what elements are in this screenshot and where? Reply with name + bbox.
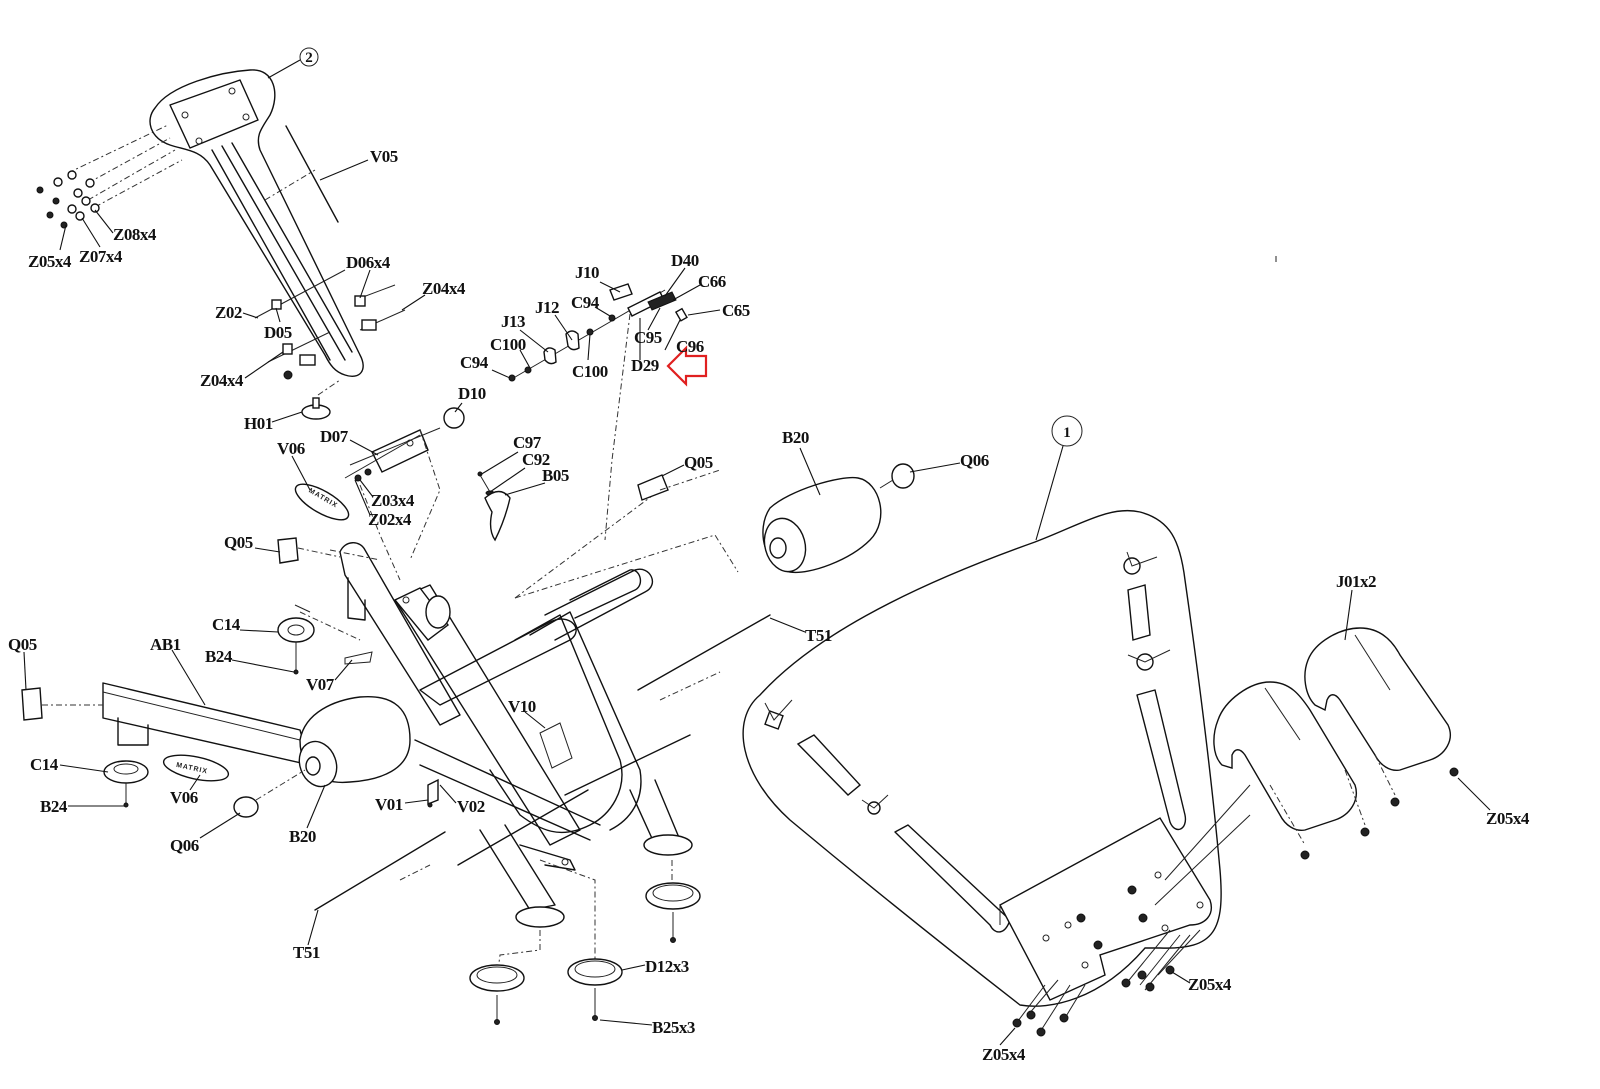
label-H01: H01 [244, 414, 273, 433]
seat-tubes [764, 551, 1251, 1037]
highlight-arrow-icon [666, 345, 708, 387]
label-Z08x4: Z08x4 [113, 225, 157, 244]
label-V06-bottom: V06 [170, 788, 198, 807]
label-B20-bottom: B20 [289, 827, 316, 846]
label-B24-bottom: B24 [40, 797, 68, 816]
label-Z04x4-left: Z04x4 [200, 371, 244, 390]
label-D29: D29 [631, 356, 659, 375]
label-Z05x4-bottom: Z05x4 [982, 1045, 1026, 1064]
svg-text:1: 1 [1063, 425, 1071, 441]
label-C94-top: C94 [571, 293, 600, 312]
label-Q05-far-left: Q05 [8, 635, 37, 654]
label-J01x2: J01x2 [1336, 572, 1376, 591]
label-D07: D07 [320, 427, 349, 446]
matrix-logo-top: MATRIX [294, 483, 350, 521]
label-B24-top: B24 [205, 647, 233, 666]
label-V02: V02 [457, 797, 485, 816]
label-T51-right: T51 [805, 626, 832, 645]
leader-lines [23, 159, 1491, 1046]
pop-pin-mechanism [508, 283, 688, 541]
knee-pads-j01 [1164, 627, 1459, 881]
main-frame [102, 429, 771, 971]
label-Z03x4: Z03x4 [371, 491, 415, 510]
label-V10: V10 [508, 697, 536, 716]
label-J13: J13 [501, 312, 525, 331]
column-fasteners [254, 269, 465, 482]
label-Q05-center: Q05 [684, 453, 713, 472]
label-V01: V01 [375, 795, 403, 814]
label-C100-left: C100 [490, 335, 526, 354]
part-labels: V05 Z08x4 Z07x4 Z05x4 D06x4 Z04x4 Z02 D0… [8, 147, 1530, 1064]
v01-v02-labels-plate [427, 778, 439, 808]
label-D12x3: D12x3 [645, 957, 689, 976]
label-C14-bottom: C14 [30, 755, 59, 774]
matrix-logo-bottom: MATRIX [162, 754, 230, 782]
label-D06x4: D06x4 [346, 253, 391, 272]
label-V05: V05 [370, 147, 398, 166]
label-C65: C65 [722, 301, 750, 320]
assembly-2-column [149, 69, 364, 377]
label-D10: D10 [458, 384, 486, 403]
label-C92: C92 [522, 450, 550, 469]
label-T51-left: T51 [293, 943, 320, 962]
top-plate-fasteners [36, 124, 183, 229]
cam-b05 [477, 471, 511, 542]
label-Z05x4-right: Z05x4 [1486, 809, 1530, 828]
label-Z05x4-plate: Z05x4 [1188, 975, 1232, 994]
label-C14-top: C14 [212, 615, 241, 634]
floor-feet [469, 882, 701, 1025]
label-C100-bottom: C100 [572, 362, 608, 381]
label-B20-top: B20 [782, 428, 809, 447]
label-Z02x4: Z02x4 [368, 510, 412, 529]
assembly-1-marker: 1 [1035, 415, 1083, 541]
assembly-2-marker: 2 [267, 47, 319, 79]
label-C94-left: C94 [460, 353, 489, 372]
label-B25x3: B25x3 [652, 1018, 695, 1037]
label-J12: J12 [535, 298, 559, 317]
label-Q06-top: Q06 [960, 451, 989, 470]
label-V06-top: V06 [277, 439, 305, 458]
label-Z05x4-top: Z05x4 [28, 252, 72, 271]
label-Z04x4-top: Z04x4 [422, 279, 466, 298]
label-C95: C95 [634, 328, 662, 347]
label-C96: C96 [676, 337, 704, 356]
label-D40: D40 [671, 251, 699, 270]
label-Q05-left: Q05 [224, 533, 253, 552]
label-Z07x4: Z07x4 [79, 247, 123, 266]
roller-b20-upper [569, 463, 915, 619]
label-J10: J10 [575, 263, 599, 282]
label-Z02: Z02 [215, 303, 242, 322]
label-V07: V07 [306, 675, 335, 694]
label-Q06-bottom: Q06 [170, 836, 199, 855]
label-D05: D05 [264, 323, 292, 342]
assembly-1-outline [742, 509, 1222, 1007]
svg-text:2: 2 [305, 50, 313, 66]
label-C97: C97 [513, 433, 542, 452]
end-caps [21, 474, 669, 818]
label-AB1: AB1 [150, 635, 181, 654]
label-C66: C66 [698, 272, 726, 291]
label-B05: B05 [542, 466, 569, 485]
